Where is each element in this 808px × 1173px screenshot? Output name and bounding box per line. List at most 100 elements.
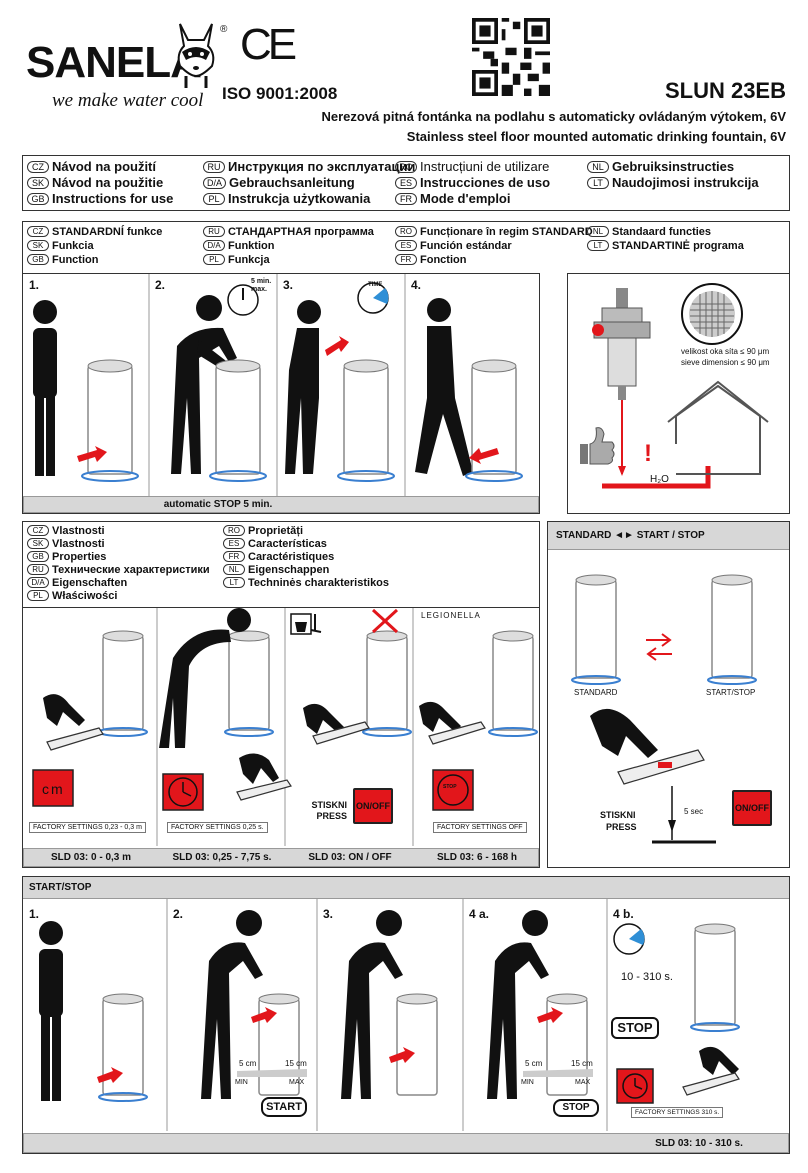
properties-caption-bar: SLD 03: 0 - 0,3 m SLD 03: 0,25 - 7,75 s.… <box>23 848 539 867</box>
mode-press-en: PRESS <box>606 822 637 832</box>
mode-switch-header: STANDARD ◄► START / STOP <box>548 522 789 550</box>
ss4-max: MAX <box>575 1079 591 1086</box>
mode-switch-panel: STANDARD ◄► START / STOP STANDARD START/… <box>547 521 790 868</box>
startstop-header: START/STOP <box>23 877 789 899</box>
person-standing-icon <box>33 300 57 476</box>
properties-panels: LEGIONELLA cm STOP STISKNI PRESS ON/OFF … <box>22 607 540 868</box>
sieve-mesh-icon <box>681 283 743 345</box>
mode-press-cz: STISKNI <box>600 810 636 820</box>
cleaning-bucket-icon <box>290 613 322 635</box>
ss4-min: MIN <box>521 1079 534 1086</box>
onoff-button[interactable]: ON/OFF <box>353 788 393 824</box>
brand-name: SANELA <box>26 38 202 87</box>
switch-arrow-right-icon <box>646 633 672 647</box>
mode-label-startstop: START/STOP <box>706 688 756 697</box>
ss-caption: SLD 03: 10 - 310 s. <box>655 1138 743 1149</box>
ss-step-4a: 4 a. <box>469 907 490 921</box>
thumbs-up-icon <box>580 427 615 465</box>
std-step-4: 4. <box>411 278 422 292</box>
legionella-label: LEGIONELLA <box>421 611 481 620</box>
ss2-distance-15cm: 15 cm <box>285 1059 307 1068</box>
registered-mark: ® <box>220 24 228 35</box>
brand-logo: SANELA ® we make water cool <box>22 20 227 111</box>
red-cross-icon <box>371 608 399 634</box>
cm-readout: cm <box>42 781 65 797</box>
ss2-distance-5cm: 5 cm <box>239 1059 257 1068</box>
ss-step-4b: 4 b. <box>613 907 634 921</box>
standard-steps-illustration <box>33 274 523 496</box>
product-subtitle-en: Stainless steel floor mounted automatic … <box>406 129 786 144</box>
stop-button-small[interactable]: STOP <box>553 1099 599 1117</box>
ss-time-range: 10 - 310 s. <box>621 971 673 983</box>
mode-onoff-button[interactable]: ON/OFF <box>732 790 772 826</box>
remote-control-icon <box>46 721 486 801</box>
prop-caption-onoff: SLD 03: ON / OFF <box>308 852 392 863</box>
ss4-distance-15cm: 15 cm <box>571 1059 593 1068</box>
standard-steps-box: 1. 2. 3. 4. 5 min. max. TIME automatic S… <box>22 273 540 514</box>
sieve-size-en: sieve dimension ≤ 90 μm <box>681 358 770 367</box>
model-number: SLUN 23EB <box>664 78 786 103</box>
legionella-stop-label: STOP <box>443 784 457 790</box>
ss-step-1: 1. <box>29 907 40 921</box>
clock-icon <box>168 777 198 807</box>
sieve-panel: velikost oka síta ≤ 90 μm sieve dimensio… <box>567 273 790 514</box>
ss-factory-settings: FACTORY SETTINGS 310 s. <box>631 1107 724 1118</box>
start-button[interactable]: START <box>261 1097 307 1117</box>
water-label: H₂O <box>650 474 669 485</box>
ss-step-2: 2. <box>173 907 184 921</box>
ce-mark: CE <box>240 20 297 69</box>
ss2-min: MIN <box>235 1079 248 1086</box>
mode-switch-title: STANDARD ◄► START / STOP <box>556 530 705 541</box>
std-step-3: 3. <box>283 278 294 292</box>
std-step-2: 2. <box>155 278 166 292</box>
sieve-size-cz: velikost oka síta ≤ 90 μm <box>681 347 770 356</box>
brand-tagline: we make water cool <box>52 90 204 111</box>
qr-code-icon <box>472 18 550 96</box>
startstop-illustration <box>39 899 740 1131</box>
press-label-cz: STISKNI <box>311 800 347 810</box>
factory-settings-off: FACTORY SETTINGS OFF <box>433 822 527 833</box>
standard-caption: automatic STOP 5 min. <box>163 499 273 510</box>
switch-arrow-left-icon <box>646 647 672 661</box>
mode-switch-illustration <box>571 574 757 844</box>
badge-time: TIME <box>368 282 383 288</box>
house-icon <box>667 380 769 475</box>
press-label-en: PRESS <box>316 811 347 821</box>
warning-exclamation: ! <box>644 440 652 467</box>
stop-button[interactable]: STOP <box>611 1017 659 1039</box>
prop-caption-distance: SLD 03: 0 - 0,3 m <box>50 852 132 863</box>
prop-caption-time: SLD 03: 0,25 - 7,75 s. <box>172 852 272 863</box>
fountain-icon <box>81 359 139 482</box>
factory-settings-distance: FACTORY SETTINGS 0,23 - 0,3 m <box>29 822 146 833</box>
filter-house-illustration <box>580 283 769 489</box>
